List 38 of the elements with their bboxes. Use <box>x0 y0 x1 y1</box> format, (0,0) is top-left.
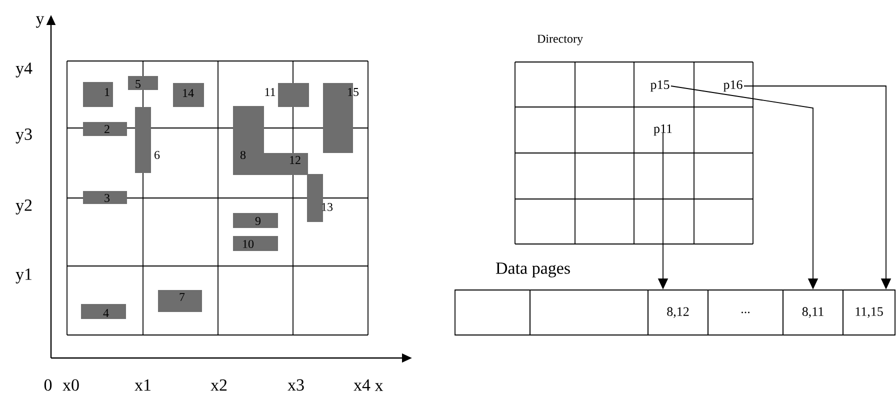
object-rectangle: 10 <box>233 236 278 251</box>
node-label: 12 <box>290 156 300 164</box>
axis-label: x2 <box>210 379 227 391</box>
object-rectangle: 7 <box>158 290 202 312</box>
heading: Data pages <box>496 262 570 278</box>
axis-label: x <box>374 383 384 391</box>
axis-label: x0 <box>62 379 79 391</box>
data-page-cell: 8,11 <box>782 290 844 336</box>
data-page-cell: 8,12 <box>648 290 708 336</box>
heading: Directory <box>537 34 583 46</box>
object-rectangle: 3 <box>83 191 127 204</box>
object-rectangle: 9 <box>233 213 278 228</box>
data-page-cell <box>530 290 648 336</box>
object-rectangle: 1 <box>83 82 113 107</box>
data-page-cell: ... <box>708 290 784 336</box>
axis-label: y1 <box>16 268 32 284</box>
axis-label: y2 <box>16 200 32 214</box>
axis-label: x3 <box>288 379 304 391</box>
object-rectangle: 5 <box>128 76 158 90</box>
axis-label: x4 <box>354 379 370 391</box>
node-label: 11 <box>265 88 276 96</box>
axis-label: 0 <box>44 379 52 391</box>
object-rectangle: 12 <box>264 153 308 175</box>
object-rectangle: 2 <box>83 122 127 136</box>
object-rectangle: 14 <box>173 83 204 107</box>
object-rectangle: 4 <box>81 304 126 319</box>
data-page-cell: 11,15 <box>842 290 896 336</box>
axis-label: x1 <box>134 379 150 391</box>
object-rectangle: 11 <box>265 83 309 107</box>
axis-label: y <box>36 16 44 28</box>
axis-label: y3 <box>16 128 32 144</box>
object-rectangle: 6 <box>135 107 160 173</box>
pointer-label: p15 <box>650 80 670 92</box>
data-page-cell <box>454 290 530 336</box>
pointer-label: p11 <box>654 124 672 136</box>
axis-label: y4 <box>16 62 32 78</box>
pointer-label: p16 <box>723 80 742 92</box>
node-label: 6 <box>154 150 160 160</box>
